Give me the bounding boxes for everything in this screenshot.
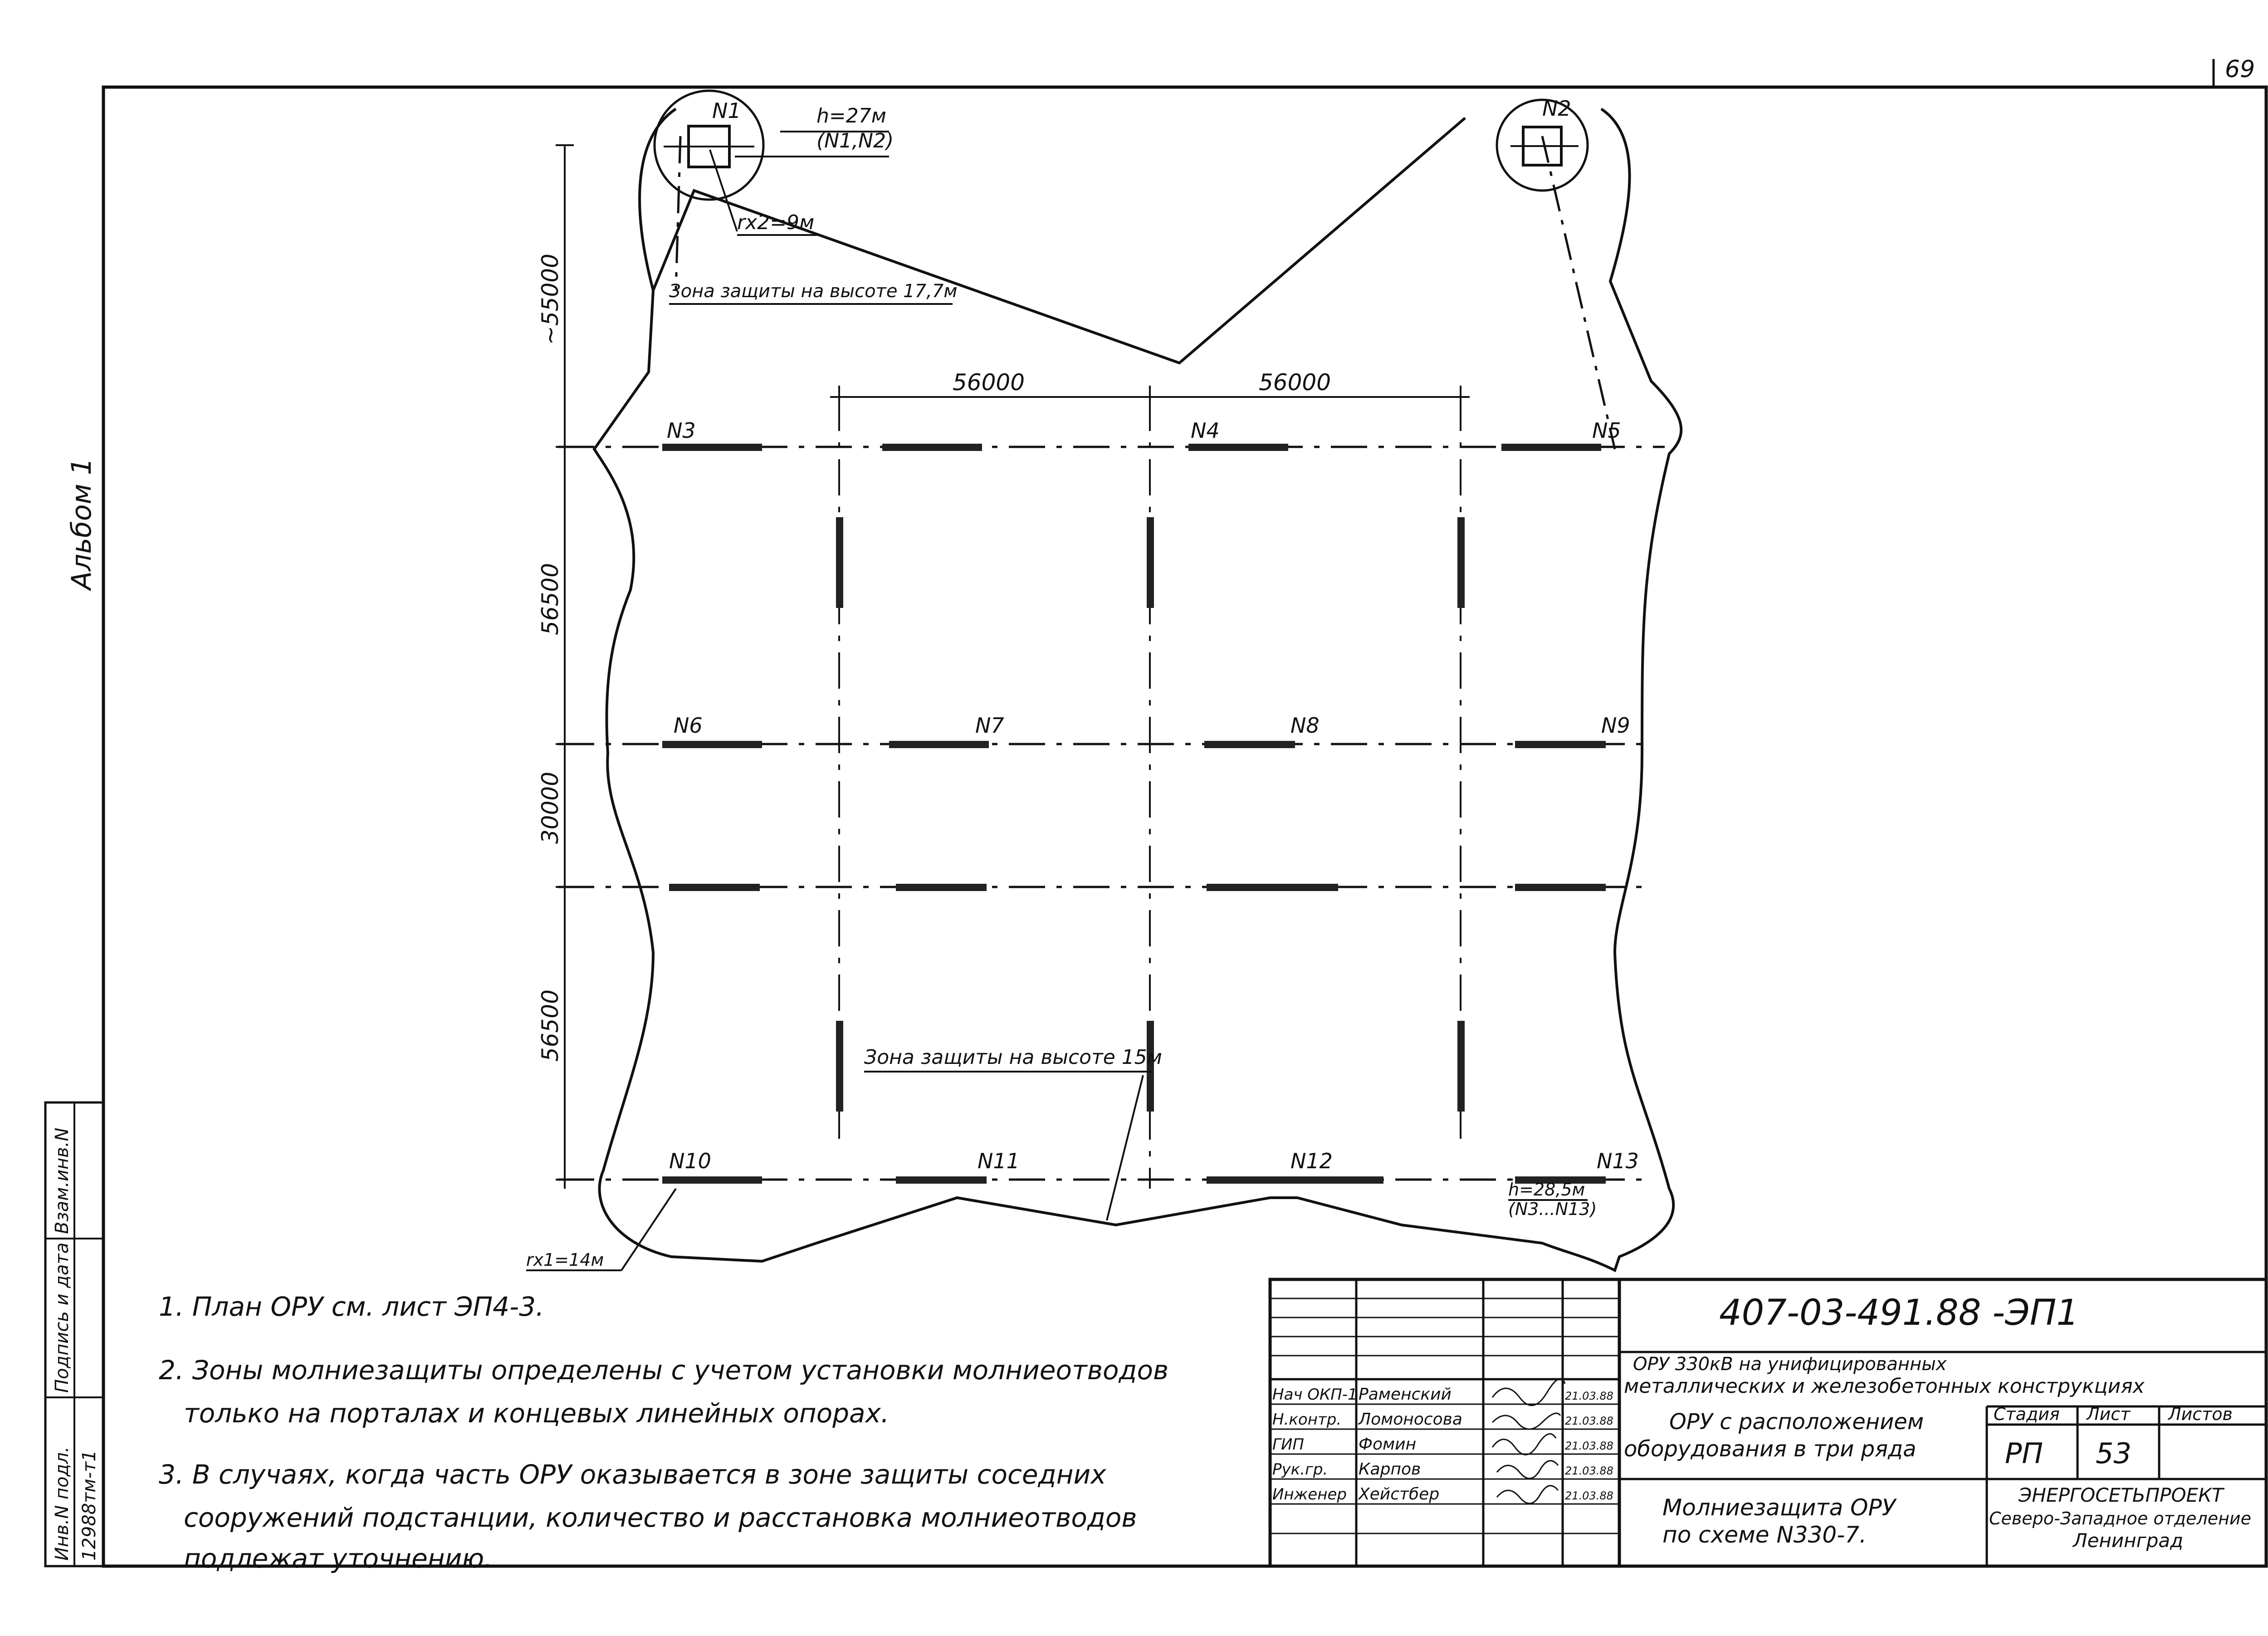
gantry-axes	[558, 395, 1665, 1189]
side-stamp-inv: Инв.N подл.	[52, 1446, 73, 1561]
stamp-object-line2: оборудования в три ряда	[1624, 1436, 1916, 1462]
staff-name-1: Раменский	[1359, 1385, 1452, 1404]
stamp-col-sheet: Лист	[2086, 1404, 2131, 1424]
mast-n1	[653, 89, 765, 201]
dim-v4: 56500	[537, 989, 563, 1062]
side-stamp-vzam: Взам.инв.N	[52, 1128, 73, 1234]
note-1: 1. План ОРУ см. лист ЭП4-3.	[159, 1291, 544, 1322]
annotation-zone-top: Зона защиты на высоте 17,7м	[669, 281, 957, 302]
label-n3: N3	[667, 418, 696, 443]
annotation-h-bottom: h=28,5м	[1508, 1180, 1585, 1200]
label-n5: N5	[1592, 418, 1621, 443]
stamp-sheet: 53	[2096, 1437, 2131, 1470]
label-n4: N4	[1191, 418, 1220, 443]
note-3c: подлежат уточнению.	[184, 1543, 493, 1574]
label-n9: N9	[1601, 713, 1630, 738]
dim-top-left: 56000	[953, 369, 1025, 396]
staff-date-3: 21.03.88	[1565, 1440, 1613, 1452]
label-n6: N6	[674, 713, 703, 738]
label-n13: N13	[1597, 1149, 1639, 1173]
stamp-project-line1: ОРУ 330кВ на унифицированных	[1633, 1354, 1947, 1375]
stamp-org-line2: Северо-Западное отделение	[1989, 1509, 2251, 1528]
staff-date-2: 21.03.88	[1565, 1415, 1613, 1427]
stamp-code: 407-03-491.88 -ЭП1	[1719, 1293, 2079, 1333]
stamp-org-line1: ЭНЕРГОСЕТЬПРОЕКТ	[2018, 1484, 2225, 1506]
note-2b: только на порталах и концевых линейных о…	[184, 1398, 889, 1429]
stamp-col-sheets: Листов	[2167, 1404, 2233, 1424]
note-2: 2. Зоны молниезащиты определены с учетом…	[159, 1355, 1168, 1386]
gantry-beams	[662, 444, 1606, 1184]
staff-role-3: ГИП	[1272, 1435, 1304, 1454]
staff-date-4: 21.03.88	[1565, 1465, 1613, 1477]
label-n12: N12	[1290, 1149, 1333, 1173]
gantry-vertical-supports	[836, 517, 1465, 1112]
label-n8: N8	[1290, 713, 1320, 738]
staff-name-4: Карпов	[1359, 1460, 1421, 1479]
annotation-zone-mid: Зона защиты на высоте 15м	[864, 1046, 1162, 1069]
dim-v1: ~55000	[537, 254, 563, 345]
stamp-stage: РП	[2005, 1437, 2043, 1470]
label-n2: N2	[1542, 96, 1571, 121]
note-3b: сооружений подстанции, количество и расс…	[184, 1502, 1137, 1533]
note-3: 3. В случаях, когда часть ОРУ оказываетс…	[159, 1459, 1106, 1490]
album-label: Альбом 1	[66, 458, 98, 592]
signatures	[1491, 1378, 1566, 1504]
dim-v3: 30000	[537, 772, 563, 844]
annotation-h-top: h=27м	[816, 104, 886, 127]
mast-n2	[1496, 98, 1589, 192]
staff-name-3: Фомин	[1359, 1435, 1416, 1454]
staff-name-2: Ломоносова	[1358, 1410, 1462, 1429]
staff-date-5: 21.03.88	[1565, 1489, 1613, 1502]
label-n11: N11	[978, 1149, 1020, 1173]
annotation-rx1: rх1=14м	[526, 1250, 604, 1270]
staff-role-1: Нач ОКП-1	[1272, 1386, 1358, 1404]
staff-role-5: Инженер	[1272, 1485, 1347, 1504]
annotation-h-top-ref: (N1,N2)	[816, 129, 894, 152]
sheet-frame	[102, 59, 2268, 1568]
annotation-rx2: rх2=9м	[737, 211, 814, 234]
staff-role-4: Рук.гр.	[1272, 1460, 1328, 1479]
label-n7: N7	[975, 713, 1004, 738]
stamp-org-line3: Ленинград	[2072, 1529, 2183, 1552]
dimension-lines	[556, 144, 1470, 1189]
staff-role-2: Н.контр.	[1272, 1411, 1341, 1429]
page-number: 69	[2225, 56, 2255, 83]
staff-name-5: Хейстбер	[1358, 1485, 1439, 1504]
annotation-h-bottom-ref: (N3...N13)	[1508, 1199, 1597, 1219]
stamp-sheet-title-line2: по схеме N330-7.	[1662, 1522, 1867, 1548]
label-n10: N10	[669, 1149, 711, 1173]
stamp-object-line1: ОРУ с расположением	[1669, 1409, 1924, 1435]
side-stamp-inv-value: 12988тм-т1	[79, 1450, 100, 1561]
side-stamp-sign: Подпись и дата	[52, 1243, 73, 1393]
stamp-sheet-title-line1: Молниезащита ОРУ	[1662, 1494, 1897, 1521]
side-stamp	[44, 1101, 105, 1567]
staff-date-1: 21.03.88	[1565, 1390, 1613, 1402]
stamp-project-line2: металлических и железобетонных конструкц…	[1624, 1375, 2145, 1398]
label-n1: N1	[712, 98, 741, 123]
dim-top-right: 56000	[1259, 369, 1331, 396]
dim-v2: 56500	[537, 563, 563, 635]
stamp-col-stage: Стадия	[1994, 1404, 2060, 1424]
